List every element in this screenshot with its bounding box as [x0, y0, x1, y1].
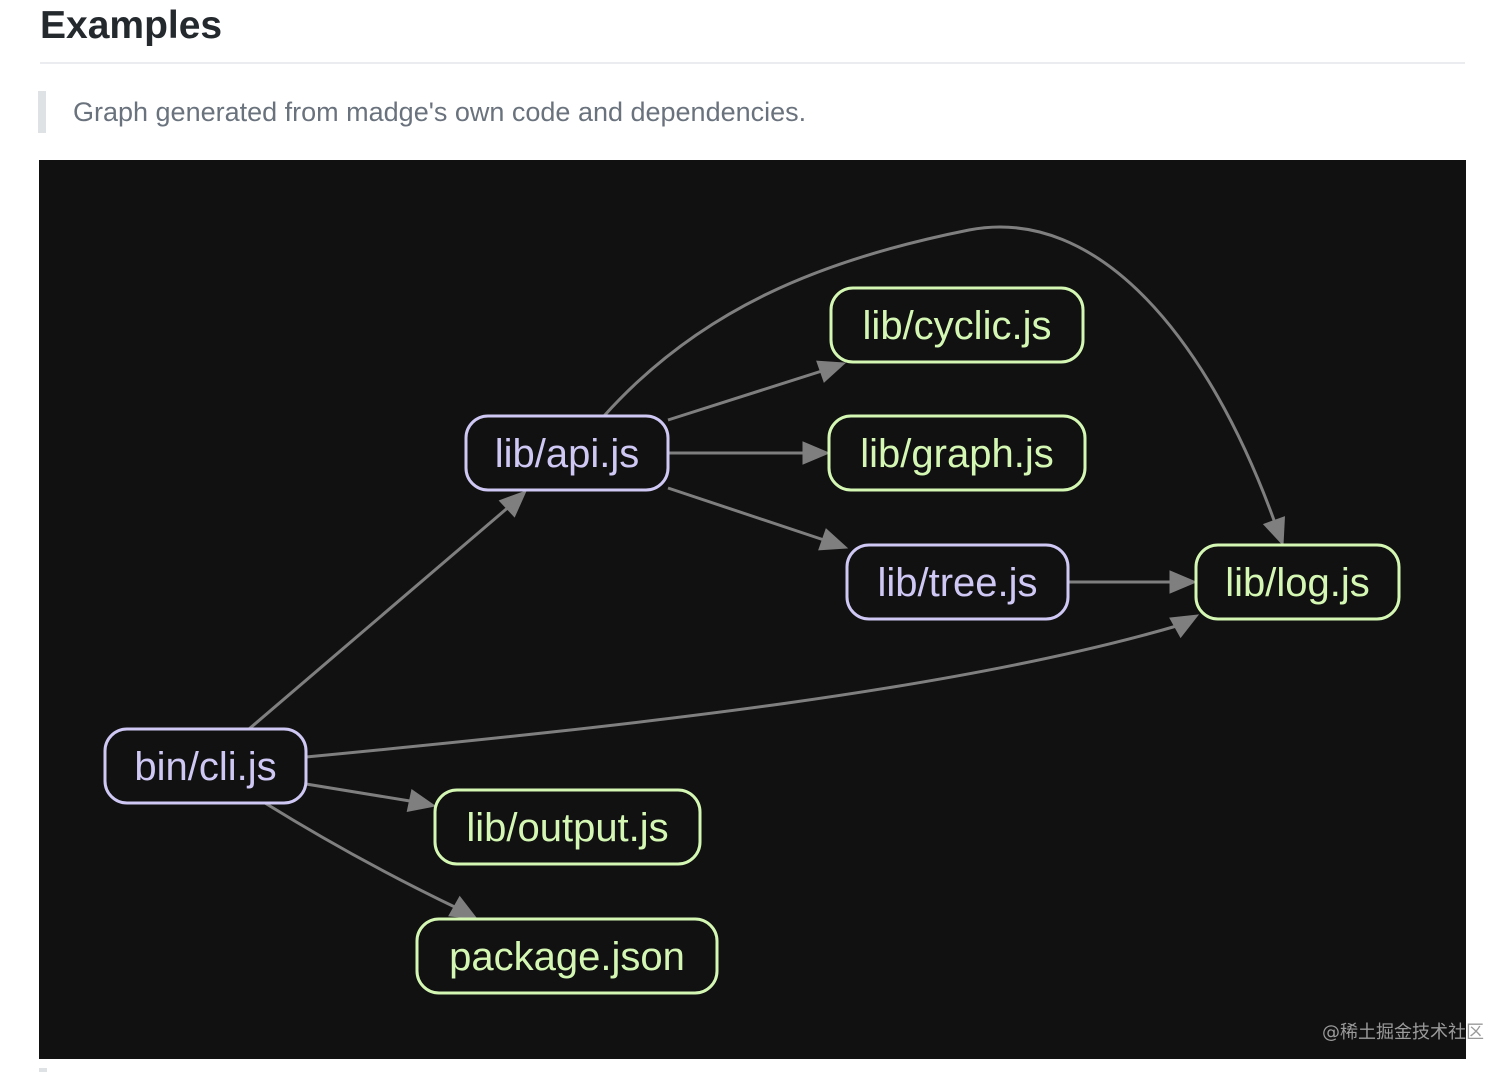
edge-line: [305, 782, 417, 804]
node-label: lib/tree.js: [877, 561, 1037, 605]
node-label: lib/graph.js: [860, 432, 1053, 476]
node-label: lib/api.js: [495, 432, 640, 476]
node-box: [829, 286, 1085, 364]
edge-bin-cli-js-to-package-json: [264, 801, 479, 920]
edge-arrowhead: [406, 789, 437, 813]
edge-line: [305, 623, 1181, 759]
edge-lib-api-js-to-lib-cyclic-js: [667, 360, 847, 422]
node-box: [433, 788, 702, 866]
edge-arrowhead: [448, 895, 479, 920]
edge-bin-cli-js-to-lib-log-js: [305, 614, 1200, 759]
graph-nodes: bin/cli.js lib/api.js lib/cyclic.js lib/gra…: [103, 286, 1401, 995]
edge-line: [602, 225, 1277, 524]
edge-bin-cli-js-to-lib-api-js: [248, 490, 527, 731]
node-lib-graph-js: lib/graph.js: [827, 414, 1087, 492]
graph-edges: [248, 225, 1285, 920]
dependency-graph-canvas: bin/cli.js lib/api.js lib/cyclic.js lib/gra…: [103, 225, 1401, 995]
node-label: lib/log.js: [1225, 561, 1370, 605]
edge-arrowhead: [498, 490, 527, 518]
node-lib-cyclic-js: lib/cyclic.js: [829, 286, 1085, 364]
heading-divider: [40, 62, 1465, 64]
node-lib-output-js: lib/output.js: [433, 788, 702, 866]
edge-bin-cli-js-to-lib-output-js: [305, 782, 437, 813]
node-label: lib/cyclic.js: [863, 304, 1052, 348]
edge-line: [667, 486, 828, 543]
section-heading: Examples: [40, 4, 223, 47]
edge-arrowhead: [816, 360, 847, 383]
edge-line: [248, 503, 512, 731]
node-box: [103, 727, 308, 805]
node-label: lib/output.js: [466, 806, 668, 850]
node-label: package.json: [449, 935, 685, 979]
node-package-json: package.json: [415, 917, 719, 995]
edge-arrowhead: [1262, 516, 1285, 547]
node-box: [464, 414, 670, 492]
watermark-text: @稀土掘金技术社区: [1322, 1022, 1484, 1043]
edge-arrowhead: [1169, 614, 1200, 639]
node-lib-log-js: lib/log.js: [1194, 543, 1401, 621]
edge-lib-api-js-to-lib-graph-js: [668, 441, 831, 465]
edge-arrowhead: [802, 441, 831, 465]
edge-lib-api-js-to-lib-tree-js: [667, 486, 849, 551]
node-box: [827, 414, 1087, 492]
node-label: bin/cli.js: [134, 745, 276, 789]
node-lib-tree-js: lib/tree.js: [845, 543, 1070, 621]
graph-caption-blockquote: Graph generated from madge's own code an…: [38, 91, 1458, 133]
edge-line: [667, 368, 826, 422]
node-box: [415, 917, 719, 995]
edge-arrowhead: [818, 528, 849, 551]
dependency-graph-image: bin/cli.js lib/api.js lib/cyclic.js lib/gra…: [39, 160, 1466, 1059]
edge-lib-tree-js-to-lib-log-js: [1068, 570, 1198, 594]
edge-arrowhead: [1169, 570, 1198, 594]
node-lib-api-js: lib/api.js: [464, 414, 670, 492]
node-bin-cli-js: bin/cli.js: [103, 727, 308, 805]
graph-caption-text: Graph generated from madge's own code an…: [73, 97, 807, 127]
blockquote-edge-mark: [39, 1068, 47, 1072]
node-box: [1194, 543, 1401, 621]
edge-line: [264, 801, 462, 912]
edge-lib-api-js-to-lib-log-js: [602, 225, 1285, 547]
node-box: [845, 543, 1070, 621]
